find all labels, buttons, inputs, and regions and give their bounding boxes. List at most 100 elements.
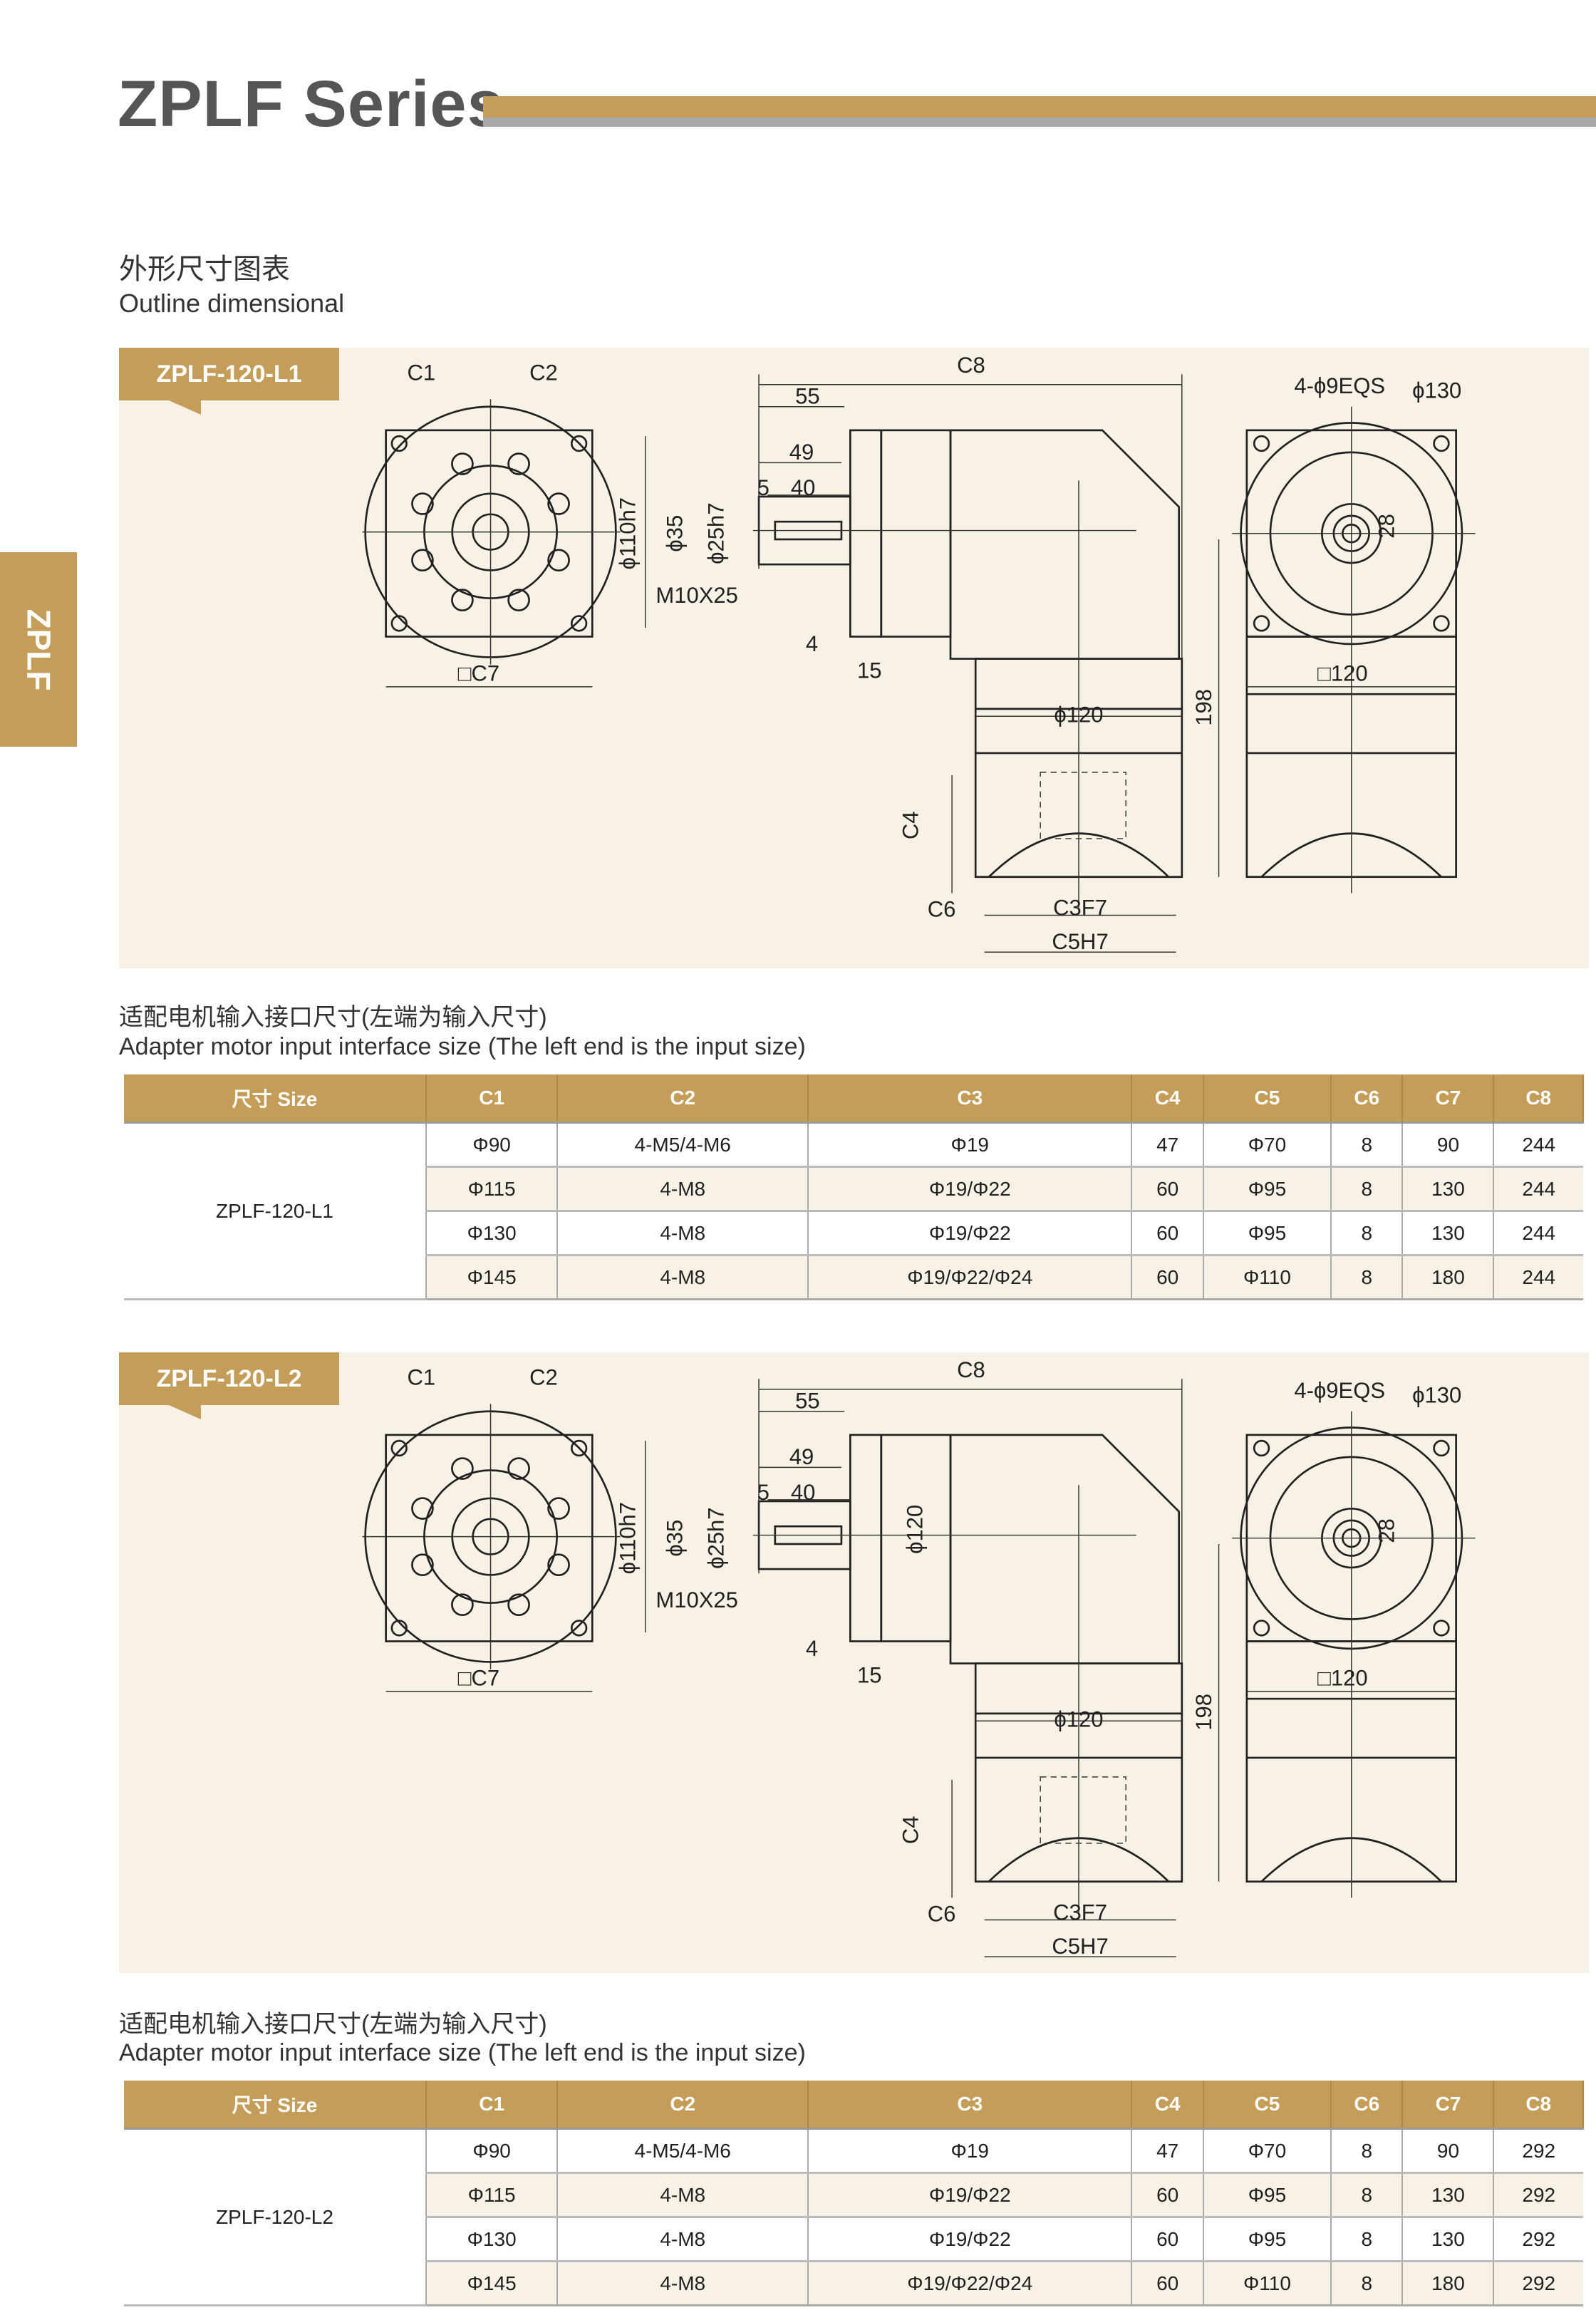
dimension-label-d110: ϕ110h7 <box>615 497 640 569</box>
bolt-hole <box>507 589 530 612</box>
dimension-label-c1: C1 <box>407 1365 435 1390</box>
table-cell: Φ95 <box>1202 2172 1332 2218</box>
hidden-bore <box>1040 772 1126 839</box>
dimension-label-sq120: □120 <box>1317 1666 1367 1691</box>
dimension-label-c7: □C7 <box>458 661 499 686</box>
dimension-label-c8: C8 <box>957 1357 985 1382</box>
dimension-label-d130: ϕ130 <box>1412 378 1461 403</box>
table-cell: 4-M8 <box>556 1166 809 1212</box>
table-cell: 8 <box>1330 2261 1403 2306</box>
corner-hole <box>1253 435 1270 452</box>
caption-en: Adapter motor input interface size (The … <box>119 2039 806 2066</box>
caption-cn: 适配电机输入接口尺寸(左端为输入尺寸) <box>119 2011 547 2038</box>
table-cell: Φ95 <box>1202 1166 1332 1212</box>
corner-hole <box>570 615 588 632</box>
dimension-label-d25: ϕ25h7 <box>703 502 728 564</box>
main-body <box>949 429 1181 660</box>
dimension-label-d120v: ϕ120 <box>903 1505 928 1554</box>
table-cell: Φ70 <box>1202 1122 1332 1168</box>
dimension-label-c5: C5H7 <box>1052 1934 1108 1959</box>
dimension-label-eqs: 4-ϕ9EQS <box>1294 1378 1385 1403</box>
table-cell: 292 <box>1493 2261 1583 2306</box>
table-cell: 8 <box>1330 1122 1403 1168</box>
dimension-label-d4: 4 <box>806 1636 818 1661</box>
bolt-hole <box>411 492 434 515</box>
corner-hole <box>570 435 588 452</box>
table-cell: Φ145 <box>425 1255 558 1300</box>
bolt-hole <box>451 1457 474 1480</box>
table-cell: 60 <box>1131 2261 1203 2306</box>
column-header: C2 <box>557 2081 809 2130</box>
table-cell: 90 <box>1401 1122 1494 1168</box>
dimension-label-c3: C3F7 <box>1053 896 1107 921</box>
table-cell: 8 <box>1330 1211 1403 1256</box>
table-cell: Φ130 <box>425 2217 558 2262</box>
corner-hole <box>570 1439 588 1457</box>
table-cell: 130 <box>1401 1211 1494 1256</box>
dimension-label-d49: 49 <box>789 440 814 465</box>
table-cell: Φ19/Φ22 <box>807 2172 1132 2218</box>
bolt-hole <box>451 1593 474 1617</box>
side-body <box>880 429 952 638</box>
dimension-label-c4: C4 <box>898 811 923 839</box>
bolt-hole <box>411 549 434 572</box>
corner-hole <box>390 615 408 632</box>
column-header: C5 <box>1203 1074 1332 1124</box>
table-cell: 130 <box>1401 1166 1494 1212</box>
table-cell: 4-M5/4-M6 <box>556 2128 809 2174</box>
table-cell: Φ19 <box>807 2128 1132 2174</box>
column-header: C8 <box>1493 2081 1584 2130</box>
table-cell: 60 <box>1131 1166 1203 1212</box>
dimension-label-d5: 5 <box>757 1480 770 1505</box>
corner-hole <box>390 1620 408 1637</box>
dimension-label-d49: 49 <box>789 1444 814 1469</box>
title-bar-gray <box>483 118 1596 127</box>
section-title-en: Outline dimensional <box>119 289 345 318</box>
model-tag: ZPLF-120-L2 <box>119 1352 339 1419</box>
table-cell: 4-M8 <box>556 2217 809 2262</box>
table-cell: 130 <box>1401 2217 1494 2262</box>
table-cell: 47 <box>1131 1122 1203 1168</box>
side-tab-label: ZPLF <box>20 608 58 690</box>
table-cell: Φ90 <box>425 1122 558 1168</box>
table-cell: 180 <box>1401 2261 1494 2306</box>
dimension-label-c3: C3F7 <box>1053 1900 1107 1925</box>
table-cell: Φ19/Φ22/Φ24 <box>807 2261 1132 2306</box>
table-cell: Φ145 <box>425 2261 558 2306</box>
dimension-label-d25: ϕ25h7 <box>703 1507 728 1568</box>
table-cell: 47 <box>1131 2128 1203 2174</box>
table-cell: Φ70 <box>1202 2128 1332 2174</box>
table-cell: 244 <box>1493 1122 1583 1168</box>
column-header: 尺寸 Size <box>124 2081 427 2130</box>
corner-hole <box>1253 615 1270 632</box>
table-cell: 4-M8 <box>556 2261 809 2306</box>
table-cell: 292 <box>1493 2172 1583 2218</box>
table-cell: Φ19 <box>807 1122 1132 1168</box>
dimension-label-c1: C1 <box>407 361 435 385</box>
dimension-label-c8: C8 <box>957 353 985 378</box>
bolt-hole <box>507 1593 530 1617</box>
dimension-label-c2: C2 <box>529 361 558 385</box>
column-header: C5 <box>1203 2081 1332 2130</box>
corner-hole <box>390 1439 408 1457</box>
model-cell: ZPLF-120-L2 <box>124 2128 426 2306</box>
main-body <box>949 1434 1181 1664</box>
title-bar-gold <box>483 96 1596 118</box>
bolt-hole <box>547 492 570 515</box>
table-cell: Φ19/Φ22/Φ24 <box>807 1255 1132 1300</box>
column-header: C6 <box>1331 1074 1404 1124</box>
side-flange <box>849 1434 883 1642</box>
corner-hole <box>570 1620 588 1637</box>
table-cell: Φ115 <box>425 1166 558 1212</box>
table-cell: Φ95 <box>1202 2217 1332 2262</box>
column-header: C3 <box>808 1074 1133 1124</box>
dimension-label-d28: 28 <box>1374 1518 1399 1543</box>
page-title: ZPLF Series <box>118 68 504 140</box>
bolt-hole <box>547 1497 570 1520</box>
side-tab: ZPLF <box>0 552 77 747</box>
table-cell: 60 <box>1131 2217 1203 2262</box>
